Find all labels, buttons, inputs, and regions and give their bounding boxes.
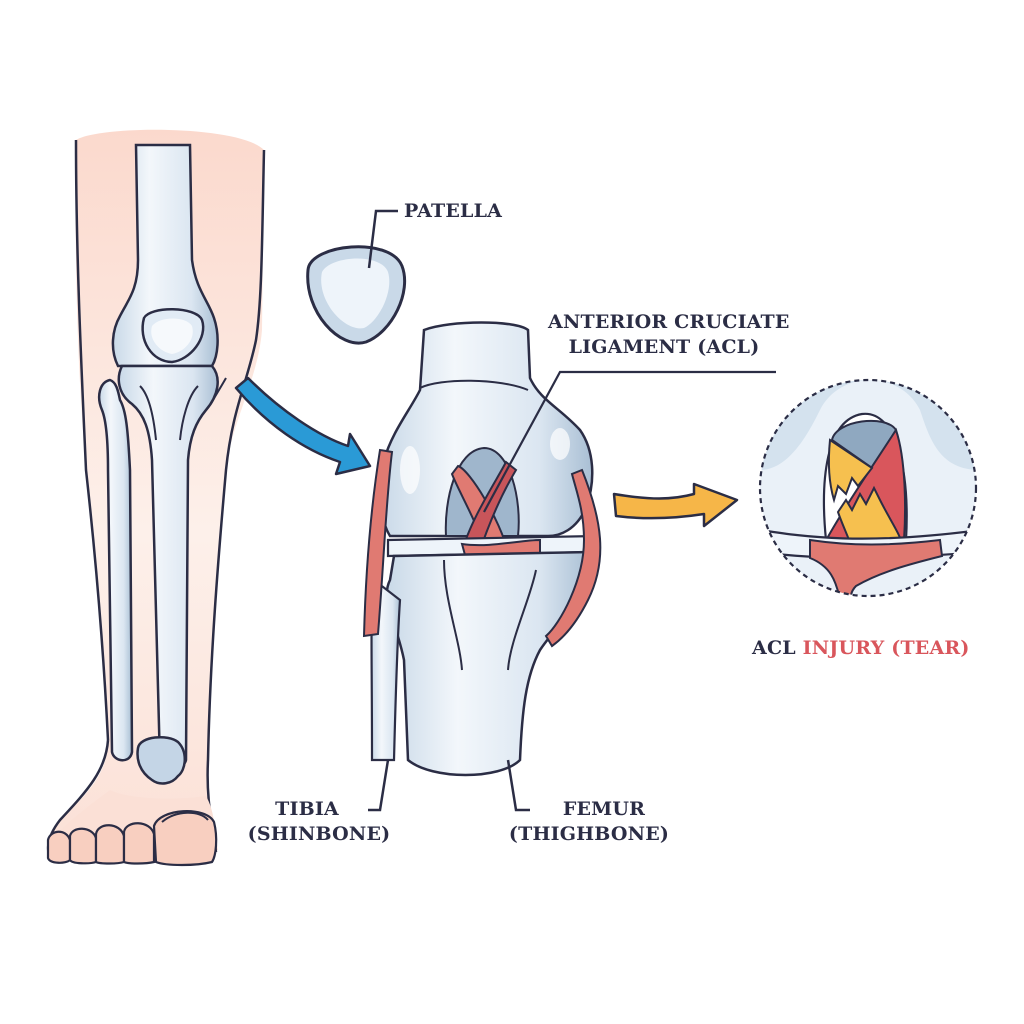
femur-label-line2: (THIGHBONE): [508, 823, 670, 845]
acl-injury-prefix: ACL: [752, 637, 796, 659]
tibia-label-line2: (SHINBONE): [247, 823, 391, 845]
blue-arrow: [234, 376, 372, 476]
tibia-label: TIBIA (SHINBONE): [244, 797, 394, 847]
acl-injury-suffix: INJURY (TEAR): [802, 637, 970, 659]
femur-label-line1: FEMUR: [562, 798, 646, 820]
yellow-arrow: [612, 482, 739, 528]
leg-front-view: [46, 129, 266, 867]
acl-tear-detail: [758, 378, 978, 598]
acl-injury-label: ACL INJURY (TEAR): [752, 636, 970, 661]
knee-joint-closeup: [362, 321, 776, 812]
patella-bone: [306, 209, 407, 345]
femur-label: FEMUR (THIGHBONE): [506, 797, 672, 847]
acl-label-line1: ANTERIOR CRUCIATE: [548, 311, 790, 333]
patella-label: PATELLA: [404, 200, 503, 222]
acl-label: ANTERIOR CRUCIATE LIGAMENT (ACL): [548, 310, 790, 360]
tibia-label-line1: TIBIA: [275, 798, 339, 820]
acl-label-line2: LIGAMENT (ACL): [568, 336, 760, 358]
